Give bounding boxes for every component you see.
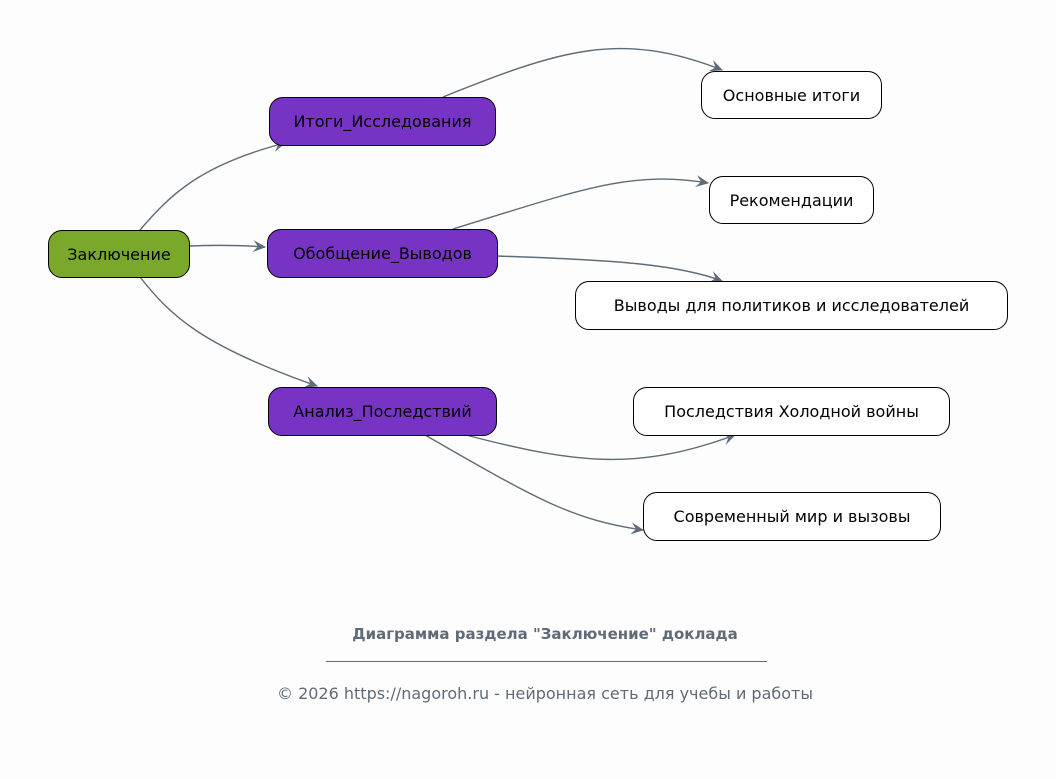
- edge-itogi-to-osnovnye: [442, 47, 723, 98]
- node-vyvody-dlya-politikov: Выводы для политиков и исследователей: [575, 281, 1008, 330]
- edge-obobshchenie-to-rekomendatsii: [452, 175, 709, 230]
- edge-obobshchenie-to-vyvody: [496, 255, 723, 283]
- node-sovremenny-mir: Современный мир и вызовы: [643, 492, 941, 541]
- node-analiz-posledstviy: Анализ_Последствий: [268, 387, 497, 436]
- edge-root-to-analiz: [139, 276, 318, 388]
- node-rekomendatsii: Рекомендации: [709, 176, 874, 224]
- diagram-caption: Диаграмма раздела "Заключение" доклада: [352, 625, 738, 643]
- edge-analiz-to-posledstviya: [465, 433, 736, 461]
- node-root: Заключение: [48, 230, 190, 278]
- node-osnovnye-itogi: Основные итоги: [701, 71, 882, 119]
- node-posledstviya-kholodnoy-voyny: Последствия Холодной войны: [633, 387, 950, 436]
- caption-divider: [326, 661, 767, 662]
- edge-analiz-to-sovremenny: [424, 434, 644, 535]
- node-itogi-issledovaniya: Итоги_Исследования: [269, 97, 496, 146]
- node-obobshchenie-vyvodov: Обобщение_Выводов: [267, 229, 498, 278]
- edge-root-to-obobshchenie: [188, 240, 266, 253]
- edge-root-to-itogi: [139, 140, 286, 231]
- copyright-text: © 2026 https://nagoroh.ru - нейронная се…: [276, 684, 813, 703]
